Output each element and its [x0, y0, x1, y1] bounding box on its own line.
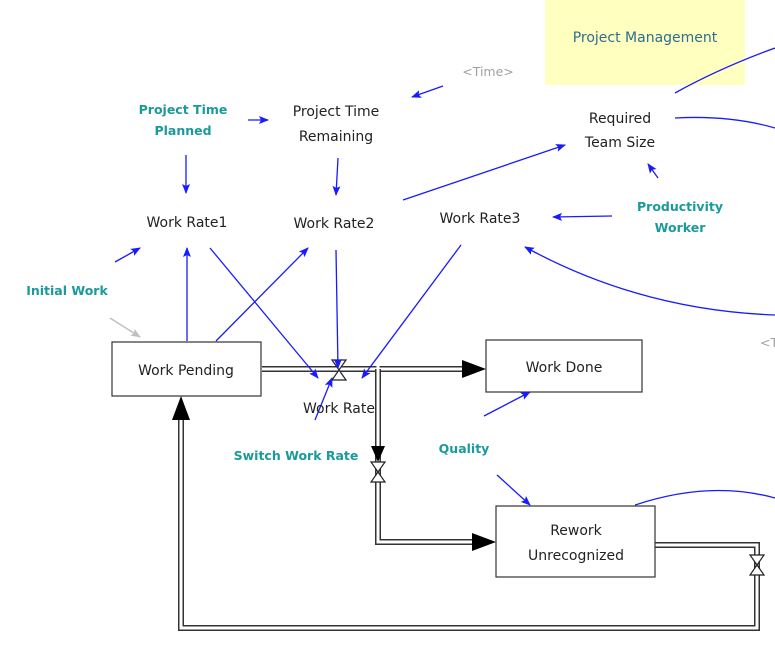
constant-label-line1: Project Time	[139, 102, 228, 117]
link-initial-to-pending[interactable]	[109, 317, 141, 338]
var-work-rate[interactable]: Work Rate	[303, 401, 375, 417]
const-quality[interactable]: Quality	[439, 441, 490, 456]
link-quality-to-done[interactable]	[483, 391, 531, 417]
stock-label: Work Pending	[138, 363, 234, 379]
link-teamsize-offscreen-1[interactable]	[674, 47, 775, 94]
constant-label-line1: Productivity	[637, 199, 723, 214]
link-offscreen-to-rate3[interactable]	[524, 246, 775, 316]
link-quality-to-rework[interactable]	[496, 474, 531, 506]
stock-label: Work Done	[526, 360, 603, 376]
shadow-time[interactable]: <Time>	[462, 64, 514, 79]
const-initial-work[interactable]: Initial Work	[26, 283, 108, 298]
stock-rework-unrecognized[interactable]: Rework Unrecognized	[495, 505, 656, 578]
link-rate2-to-teamsize[interactable]	[402, 144, 566, 201]
title-label: Project Management	[573, 30, 718, 46]
link-productivity-to-teamsize[interactable]	[647, 163, 659, 179]
const-productivity-worker[interactable]: Productivity Worker	[637, 199, 723, 235]
var-work-rate1[interactable]: Work Rate1	[147, 215, 228, 231]
valve-icon	[748, 554, 766, 576]
var-work-rate3[interactable]: Work Rate3	[440, 211, 521, 227]
const-project-time-planned[interactable]: Project Time Planned	[139, 102, 228, 138]
flow-arrowhead-icon	[462, 360, 486, 378]
title-box[interactable]: Project Management	[545, 0, 745, 85]
valve-switch[interactable]	[369, 461, 387, 483]
variable-label-line2: Team Size	[584, 135, 655, 151]
const-switch-work-rate[interactable]: Switch Work Rate	[234, 448, 359, 463]
link-rate3-to-workrate[interactable]	[361, 244, 462, 379]
variable-label-line1: Project Time	[293, 104, 380, 120]
link-switch-to-workrate[interactable]	[314, 377, 333, 421]
flow-arrowhead-icon	[371, 446, 385, 462]
flow-arrowhead-icon	[472, 533, 496, 551]
var-project-time-remaining[interactable]: Project Time Remaining	[293, 104, 380, 145]
stock-work-pending[interactable]: Work Pending	[111, 341, 262, 397]
link-rate1-to-workrate[interactable]	[209, 247, 319, 379]
link-pending-to-rate2[interactable]	[215, 247, 309, 342]
link-initial-to-rate1[interactable]	[114, 247, 141, 263]
stock-work-done[interactable]: Work Done	[485, 339, 643, 393]
var-required-team-size[interactable]: Required Team Size	[584, 111, 655, 151]
variable-label-line1: Required	[589, 111, 651, 127]
constant-label-line2: Planned	[154, 123, 211, 138]
link-teamsize-offscreen-2[interactable]	[674, 116, 775, 129]
shadow-time-partial[interactable]: <T	[760, 335, 775, 350]
causal-links	[109, 47, 775, 506]
link-productivity-to-rate3[interactable]	[552, 212, 613, 221]
link-time-to-remaining[interactable]	[411, 85, 444, 98]
flow-arrowhead-icon	[172, 396, 190, 420]
stock-label-line2: Unrecognized	[528, 548, 624, 564]
title-box-background	[545, 0, 745, 85]
link-rework-offscreen[interactable]	[634, 489, 775, 506]
stock-label-line1: Rework	[550, 523, 602, 539]
valve-icon	[369, 461, 387, 483]
constant-label-line2: Worker	[655, 220, 707, 235]
link-remaining-to-rate2[interactable]	[332, 157, 341, 196]
var-work-rate2[interactable]: Work Rate2	[294, 216, 375, 232]
variable-label-line2: Remaining	[299, 129, 373, 145]
valve-rework[interactable]	[748, 554, 766, 576]
flow-pipes	[172, 360, 760, 631]
link-rate2-to-workrate[interactable]	[333, 249, 342, 369]
